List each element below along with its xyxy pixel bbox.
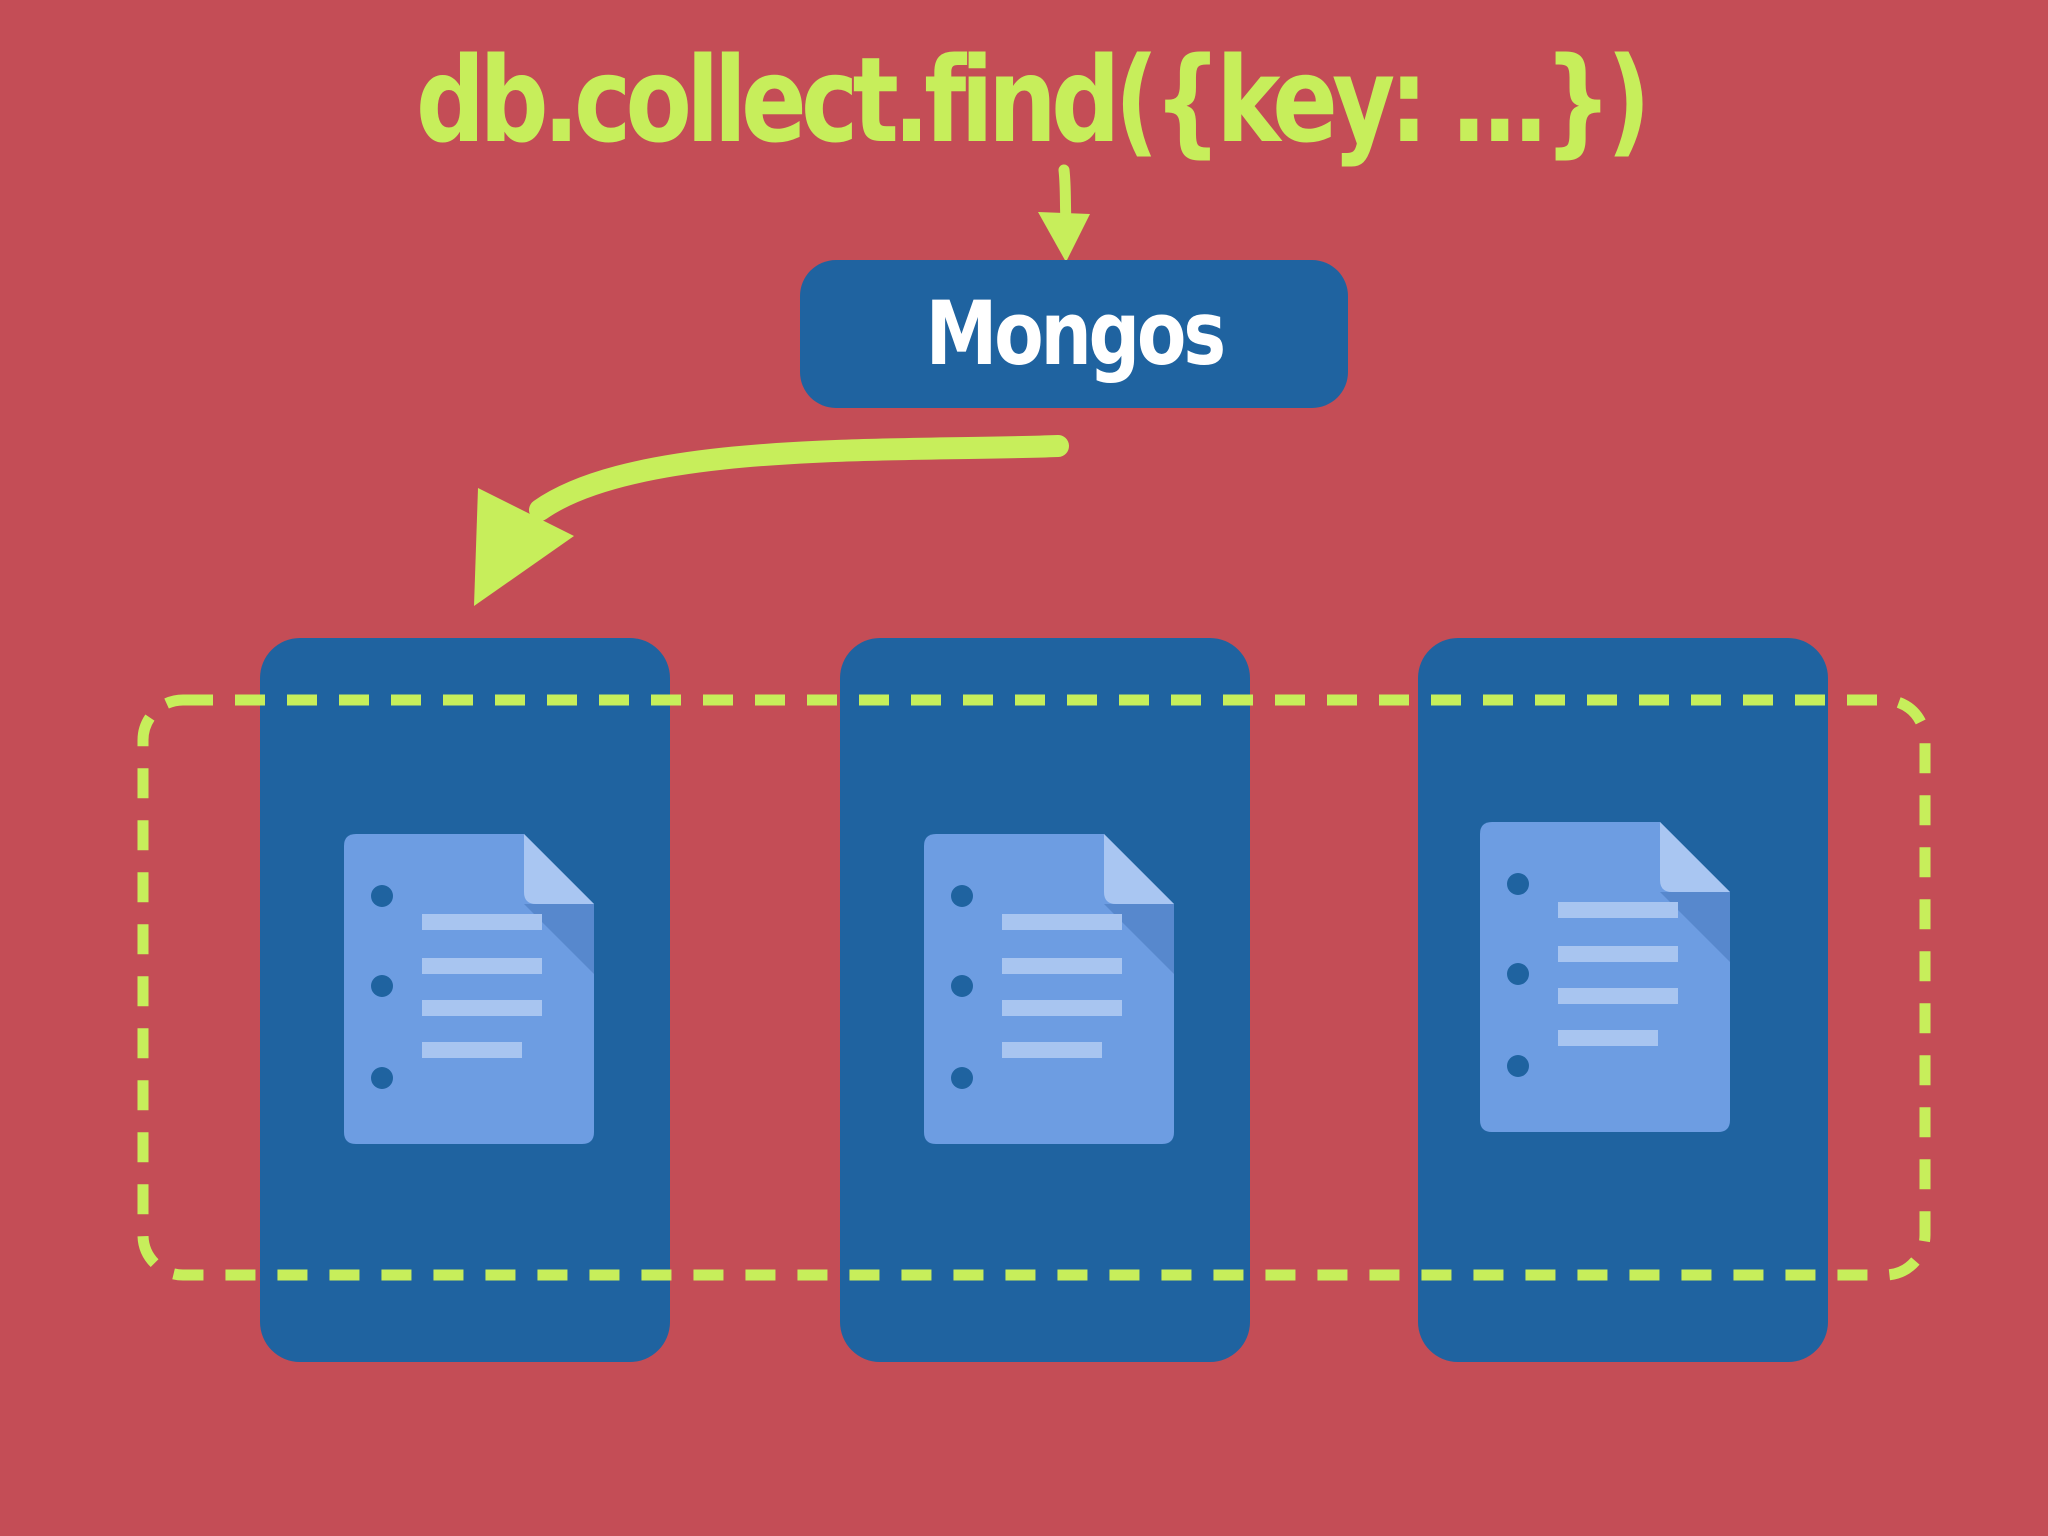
shard-3 (1418, 638, 1828, 1362)
curved-arrow-icon (474, 435, 1069, 606)
mongos-label: Mongos (925, 282, 1226, 385)
shard-1 (260, 638, 670, 1362)
shard-2 (840, 638, 1250, 1362)
down-arrow-icon (1038, 164, 1090, 262)
document-icon (924, 834, 1174, 1144)
query-title: db.collect.find({key: ...}) (415, 31, 1651, 169)
mongos-router: Mongos (800, 260, 1348, 408)
document-icon (344, 834, 594, 1144)
document-icon (1480, 822, 1730, 1132)
